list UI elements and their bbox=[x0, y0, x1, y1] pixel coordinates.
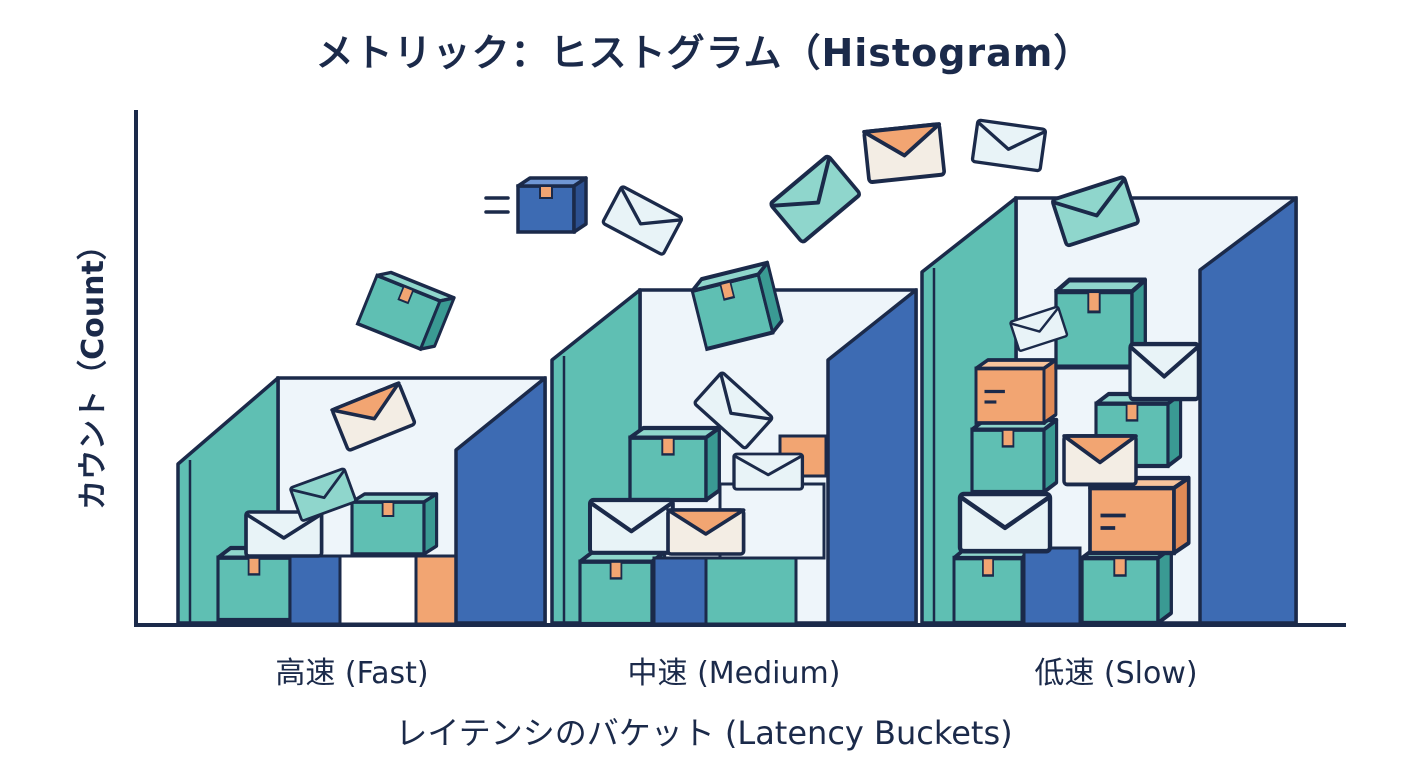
envelope-icon bbox=[590, 500, 673, 553]
box-icon bbox=[974, 358, 1058, 425]
box-icon bbox=[954, 548, 1034, 623]
box-icon bbox=[1090, 478, 1189, 553]
box-icon bbox=[1082, 548, 1171, 623]
bucket-label-slow: 低速 (Slow) bbox=[1034, 656, 1198, 691]
flying-items bbox=[355, 118, 1048, 356]
box-icon bbox=[350, 492, 439, 556]
bucket-label-fast: 高速 (Fast) bbox=[275, 656, 429, 691]
bucket-medium-bin bbox=[550, 288, 918, 624]
envelope-icon bbox=[970, 118, 1048, 173]
envelope-icon bbox=[1062, 434, 1138, 487]
x-axis-label: レイテンシのバケット (Latency Buckets) bbox=[395, 714, 1013, 752]
envelope-icon bbox=[1130, 344, 1198, 399]
box-icon bbox=[355, 266, 456, 356]
envelope-icon bbox=[666, 508, 746, 556]
envelope-icon bbox=[864, 124, 944, 182]
box-icon bbox=[516, 176, 588, 234]
box-icon bbox=[972, 420, 1057, 492]
box-icon bbox=[630, 428, 719, 500]
envelope-icon bbox=[600, 184, 685, 257]
bucket-label-medium: 中速 (Medium) bbox=[627, 656, 841, 691]
chart-title: メトリック：ヒストグラム（Histogram） bbox=[315, 31, 1093, 75]
envelope-icon bbox=[960, 494, 1050, 551]
envelope-icon bbox=[768, 153, 863, 245]
envelope-icon bbox=[732, 452, 805, 491]
bucket-fast-bin bbox=[176, 376, 547, 626]
box-icon bbox=[580, 552, 665, 624]
bucket-slow-bin bbox=[920, 174, 1298, 626]
